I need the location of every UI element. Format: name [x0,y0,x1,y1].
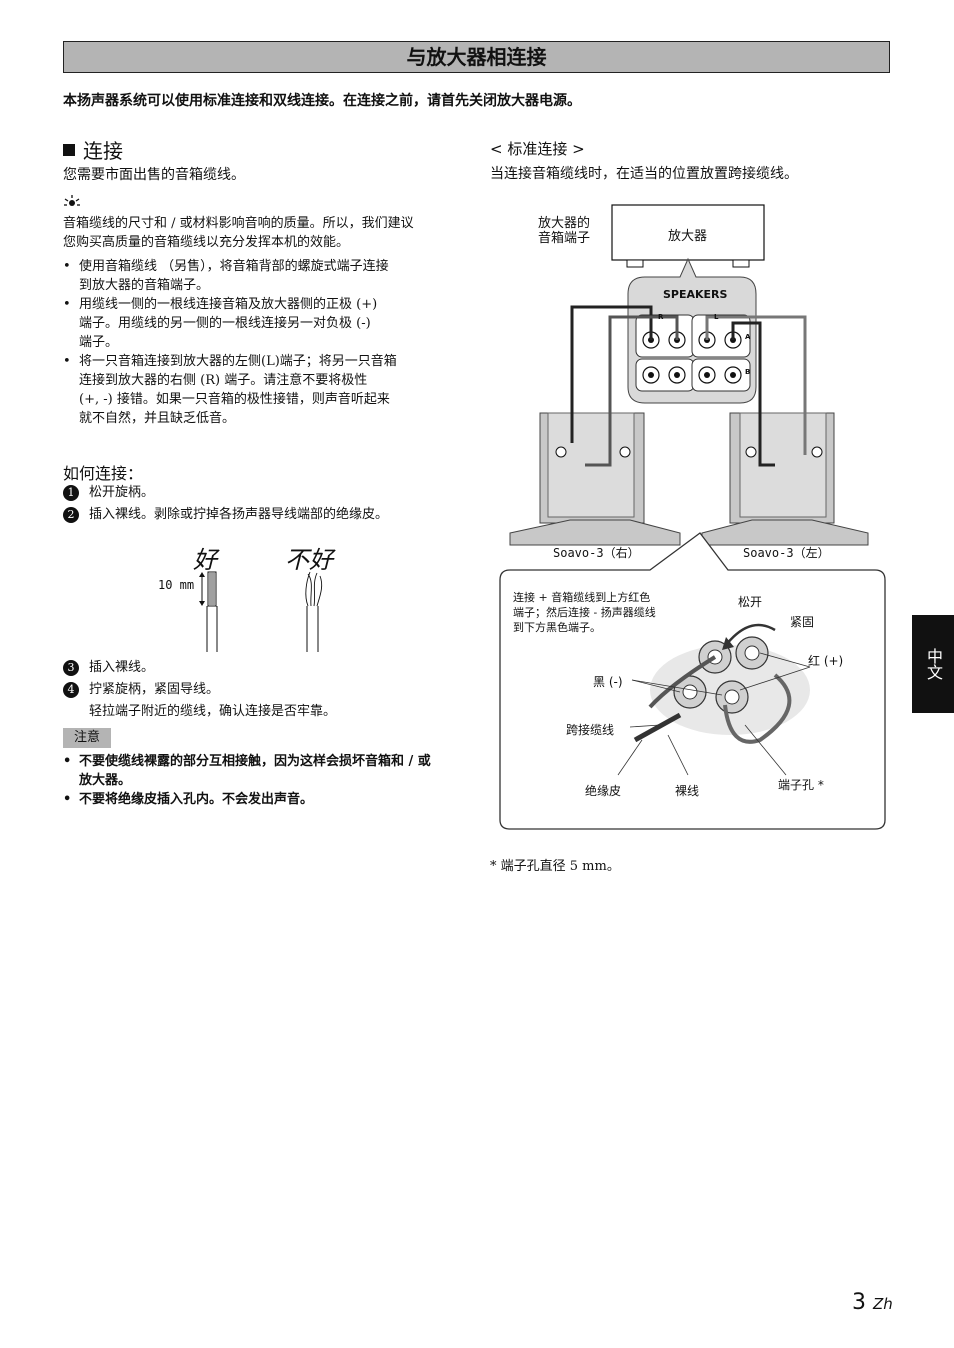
left-speaker-label: Soavo-3（左） [743,546,830,560]
list-item: 使用音箱缆线 （另售），将音箱背部的螺旋式端子连接 到放大器的音箱端子。 [63,257,473,295]
page-number: 3 Zh [852,1290,893,1315]
good-label: 好 [193,546,217,574]
speakers-label: SPEAKERS [663,288,728,301]
language-tab: 中文 [912,615,954,713]
bad-label: 不好 [285,546,333,574]
list-item: 不要将绝缘皮插入孔内。不会发出声音。 [63,790,473,809]
how-to-heading: 如何连接： [63,464,144,483]
page-title: 与放大器相连接 [63,41,890,73]
bullet-list: 使用音箱缆线 （另售），将音箱背部的螺旋式端子连接 到放大器的音箱端子。 用缆线… [63,257,473,428]
list-item: 用缆线一侧的一根线连接音箱及放大器侧的正极 (+) 端子。用缆线的另一侧的一根线… [63,295,473,352]
bare-wire-label: 裸线 [675,784,700,798]
square-bullet-icon [63,144,75,156]
note-badge: 注意 [63,728,111,748]
list-item: 不要使缆线裸露的部分互相接触，因为这样会损坏音箱和 / 或 放大器。 [63,752,473,790]
loosen-label: 松开 [738,595,763,609]
footnote: * 端子孔直径 5 mm。 [490,859,620,874]
step-4-sub: 轻拉端子附近的缆线，确认连接是否牢靠。 [89,704,337,719]
strip-length-label: 10 mm [158,578,195,592]
bulb-icon [64,195,80,206]
red-terminal-label: 红 (+) [808,654,844,668]
intro-text: 本扬声器系统可以使用标准连接和双线连接。在连接之前，请首先关闭放大器电源。 [63,93,581,109]
amp-terminal-label: 放大器的 音箱端子 [538,216,591,246]
terminal-hole-label: 端子孔 * [778,778,824,792]
left-channel-label: L [714,313,719,321]
list-item: 将一只音箱连接到放大器的左侧(L)端子；将另一只音箱 连接到放大器的右侧 (R)… [63,352,473,428]
connection-diagram [499,204,886,830]
need-text: 您需要市面出售的音箱缆线。 [63,167,245,183]
jumper-cable-label: 跨接缆线 [566,723,615,737]
b-label: B [745,368,751,376]
standard-connection-heading: < 标准连接 > [490,140,585,158]
wire-strip-illustration [199,571,323,652]
right-speaker-label: Soavo-3（右） [553,546,640,560]
section-heading: 连接 [63,135,123,164]
warning-list: 不要使缆线裸露的部分互相接触，因为这样会损坏音箱和 / 或 放大器。 不要将绝缘… [63,752,473,809]
a-label: A [745,333,751,341]
detail-note: 连接 + 音箱缆线到上方红色 端子；然后连接 - 扬声器缆线 到下方黑色端子。 [513,591,656,634]
standard-connection-text: 当连接音箱缆线时，在适当的位置放置跨接缆线。 [490,166,798,182]
tighten-label: 紧固 [790,615,815,629]
insulation-label: 绝缘皮 [585,784,622,798]
right-channel-label: R [658,313,664,321]
tip-text: 音箱缆线的尺寸和 / 或材料影响音响的质量。所以，我们建议 您购买高质量的音箱缆… [63,216,414,250]
black-terminal-label: 黑 (-) [593,675,623,689]
amplifier-label: 放大器 [668,229,708,244]
